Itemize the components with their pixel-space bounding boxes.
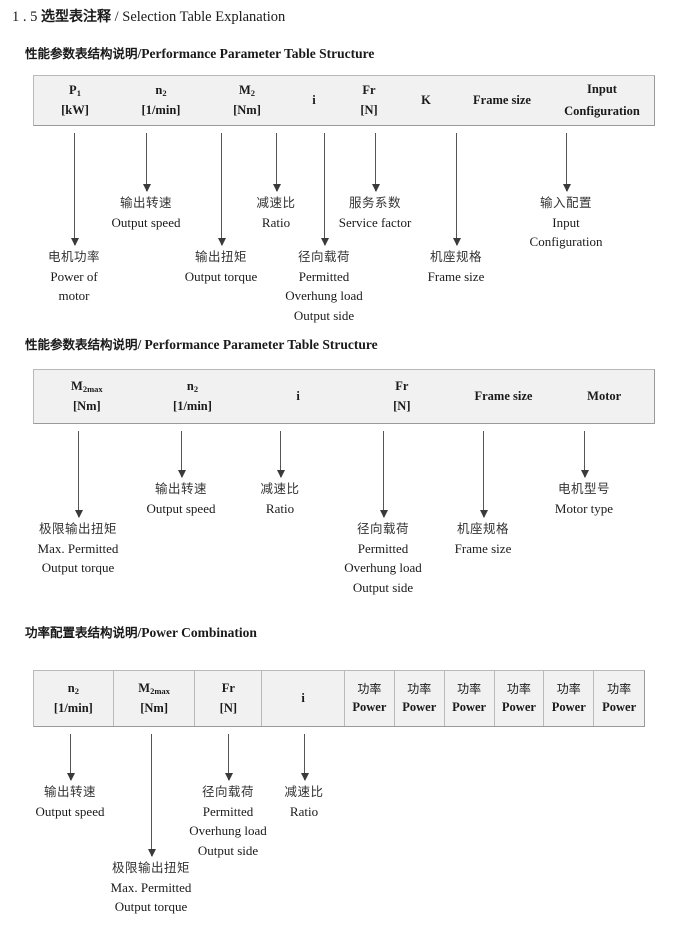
- section-3-heading-en: Power Combination: [141, 625, 257, 640]
- note-frame-size-2: 机座规格 Frame size: [454, 521, 512, 556]
- page-title-number: 1 . 5: [12, 9, 38, 25]
- page-title-cn: 选型表注释: [41, 9, 111, 25]
- arrow-to-note-output-speed-3: [66, 734, 75, 781]
- arrow-to-note-max-output-torque-2: [74, 431, 83, 518]
- arrow-to-note-service-factor: [371, 133, 380, 192]
- table2-col-fr: Fr [N]: [393, 379, 411, 413]
- arrow-to-note-overhung-load-2: [379, 431, 388, 518]
- arrow-to-note-ratio-2: [276, 431, 285, 478]
- arrow-to-note-power-of-motor: [70, 133, 79, 246]
- note-frame-size: 机座规格 Frame size: [427, 249, 485, 284]
- table2-col-n2: n2 [1/min]: [173, 379, 212, 413]
- section-2-heading-cn: 性能参数表结构说明: [25, 337, 138, 352]
- section-3-heading-sep: /: [137, 625, 142, 640]
- table1-col-m2: M2 [Nm]: [233, 83, 261, 117]
- section-3-heading-cn: 功率配置表结构说明: [25, 625, 138, 640]
- table1-col-fr: Fr [N]: [360, 83, 378, 117]
- arrow-to-note-input-configuration: [562, 133, 571, 192]
- section-1-heading-sep: /: [137, 46, 142, 61]
- note-max-output-torque-2: 极限输出扭矩 Max. Permitted Output torque: [37, 521, 119, 576]
- table1-col-k: K: [421, 92, 431, 107]
- page-title-en: Selection Table Explanation: [122, 9, 286, 25]
- table3-col-m2max: M2max [Nm]: [114, 671, 196, 726]
- table2-col-m2max: M2max [Nm]: [71, 379, 103, 413]
- arrow-to-note-ratio: [272, 133, 281, 192]
- table3-col-power-3: 功率 Power: [445, 671, 495, 726]
- page-title-separator: /: [114, 9, 119, 25]
- arrow-to-note-output-speed: [142, 133, 151, 192]
- note-service-factor: 服务系数 Service factor: [338, 195, 412, 230]
- section-1-heading-cn: 性能参数表结构说明: [25, 46, 138, 61]
- table3-col-power-6: 功率 Power: [602, 681, 637, 715]
- power-combination-table: n2 [1/min] M2max [Nm] Fr [N] i 功率 Power …: [33, 670, 645, 727]
- section-2-heading: 性能参数表结构说明/ Performance Parameter Table S…: [25, 334, 378, 353]
- arrow-to-note-frame-size-2: [479, 431, 488, 518]
- arrow-to-note-output-speed-2: [177, 431, 186, 478]
- arrow-to-note-output-torque: [217, 133, 226, 246]
- table1-col-i: i: [312, 92, 316, 107]
- note-overhung-load-2: 径向载荷 Permitted Overhung load Output side: [344, 521, 422, 595]
- section-2-heading-en: Performance Parameter Table Structure: [144, 337, 378, 352]
- note-ratio: 减速比 Ratio: [256, 195, 296, 230]
- table3-col-fr: Fr [N]: [195, 671, 263, 726]
- table3-col-power-1: 功率 Power: [345, 671, 395, 726]
- note-overhung-load: 径向载荷 Permitted Overhung load Output side: [285, 249, 363, 323]
- note-output-torque: 输出扭矩 Output torque: [184, 249, 258, 284]
- arrow-to-note-overhung-load: [320, 133, 329, 246]
- note-ratio-2: 减速比 Ratio: [260, 481, 300, 516]
- table3-col-power-4: 功率 Power: [495, 671, 545, 726]
- arrow-to-note-motor-type-2: [580, 431, 589, 478]
- table2-col-motor: Motor: [587, 388, 622, 403]
- note-ratio-3: 减速比 Ratio: [284, 784, 324, 819]
- section-2-heading-sep: /: [137, 337, 142, 352]
- table3-col-power-5: 功率 Power: [544, 671, 595, 726]
- note-overhung-load-3: 径向载荷 Permitted Overhung load Output side: [189, 784, 267, 858]
- note-power-of-motor: 电机功率 Power of motor: [47, 249, 101, 304]
- note-output-speed: 输出转速 Output speed: [111, 195, 181, 230]
- table2-col-i: i: [296, 388, 300, 403]
- table3-col-i: i: [262, 671, 345, 726]
- arrow-to-note-max-output-torque-3: [147, 734, 156, 857]
- note-output-speed-2: 输出转速 Output speed: [146, 481, 216, 516]
- table3-col-power-2: 功率 Power: [395, 671, 445, 726]
- performance-parameter-table-2: M2max [Nm] n2 [1/min] i Fr [N] Frame siz…: [33, 369, 655, 424]
- note-max-output-torque-3: 极限输出扭矩 Max. Permitted Output torque: [110, 860, 192, 915]
- performance-parameter-table-1: P1 [kW] n2 [1/min] M2 [Nm] i Fr [N] K Fr…: [33, 75, 655, 126]
- section-1-heading-en: Performance Parameter Table Structure: [141, 46, 375, 61]
- note-motor-type-2: 电机型号 Motor type: [554, 481, 614, 516]
- arrow-to-note-frame-size: [452, 133, 461, 246]
- table1-col-n2: n2 [1/min]: [141, 83, 181, 117]
- table2-col-frame-size: Frame size: [474, 388, 533, 403]
- table1-col-input-configuration: Input Configuration: [564, 81, 640, 118]
- section-1-heading: 性能参数表结构说明/Performance Parameter Table St…: [25, 43, 374, 62]
- section-3-heading: 功率配置表结构说明/Power Combination: [25, 622, 257, 641]
- table3-col-n2: n2 [1/min]: [34, 671, 114, 726]
- note-input-configuration: 输入配置 Input Configuration: [529, 195, 603, 250]
- table1-col-p1: P1 [kW]: [61, 83, 89, 117]
- page-title: 1 . 5 选型表注释 / Selection Table Explanatio…: [12, 6, 285, 26]
- arrow-to-note-overhung-load-3: [224, 734, 233, 781]
- arrow-to-note-ratio-3: [300, 734, 309, 781]
- table1-col-frame-size: Frame size: [473, 92, 531, 107]
- note-output-speed-3: 输出转速 Output speed: [35, 784, 105, 819]
